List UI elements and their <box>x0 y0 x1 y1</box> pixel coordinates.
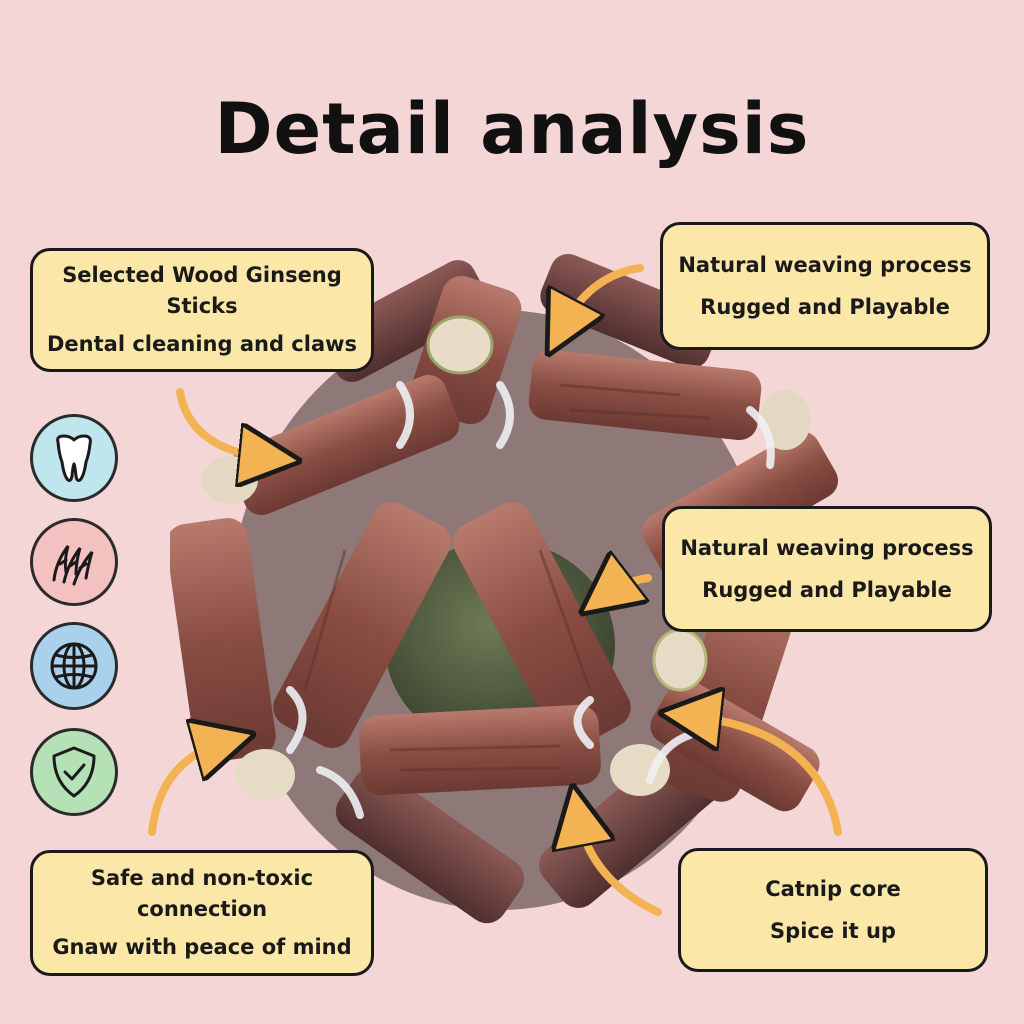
shield-check-icon <box>30 728 118 816</box>
callout-heading: Natural weaving process <box>680 535 974 560</box>
globe-icon <box>30 622 118 710</box>
arrow-bottom-left <box>148 742 225 836</box>
callout-subtext: Spice it up <box>770 919 896 943</box>
callout-heading: Catnip core <box>765 876 901 901</box>
claw-icon <box>30 518 118 606</box>
callout-safe-connection: Safe and non-toxic connection Gnaw with … <box>30 850 374 976</box>
arrow-bottom-right <box>690 716 842 836</box>
callout-subtext: Dental cleaning and claws <box>46 332 358 357</box>
page-title: Detail analysis <box>214 88 810 170</box>
callout-heading: Natural weaving process <box>678 252 972 277</box>
arrow-catnip <box>578 815 662 916</box>
callout-heading: Safe and non-toxic connection <box>90 866 314 921</box>
callout-weaving-middle: Natural weaving process Rugged and Playa… <box>662 506 992 632</box>
callout-catnip-core: Catnip core Spice it up <box>678 848 988 972</box>
arrow-top-right <box>562 264 644 328</box>
arrow-top-left <box>176 388 270 458</box>
arrow-middle-right <box>605 578 652 595</box>
wooden-ball-toy-illustration <box>170 253 839 924</box>
callout-subtext: Rugged and Playable <box>700 295 950 319</box>
callout-wood-sticks: Selected Wood Ginseng Sticks Dental clea… <box>30 248 374 372</box>
callout-subtext: Gnaw with peace of mind <box>52 935 352 960</box>
callout-heading: Selected Wood Ginseng Sticks <box>62 263 342 318</box>
callout-subtext: Rugged and Playable <box>702 578 952 602</box>
tooth-icon <box>30 414 118 502</box>
callout-weaving-top: Natural weaving process Rugged and Playa… <box>660 222 990 350</box>
